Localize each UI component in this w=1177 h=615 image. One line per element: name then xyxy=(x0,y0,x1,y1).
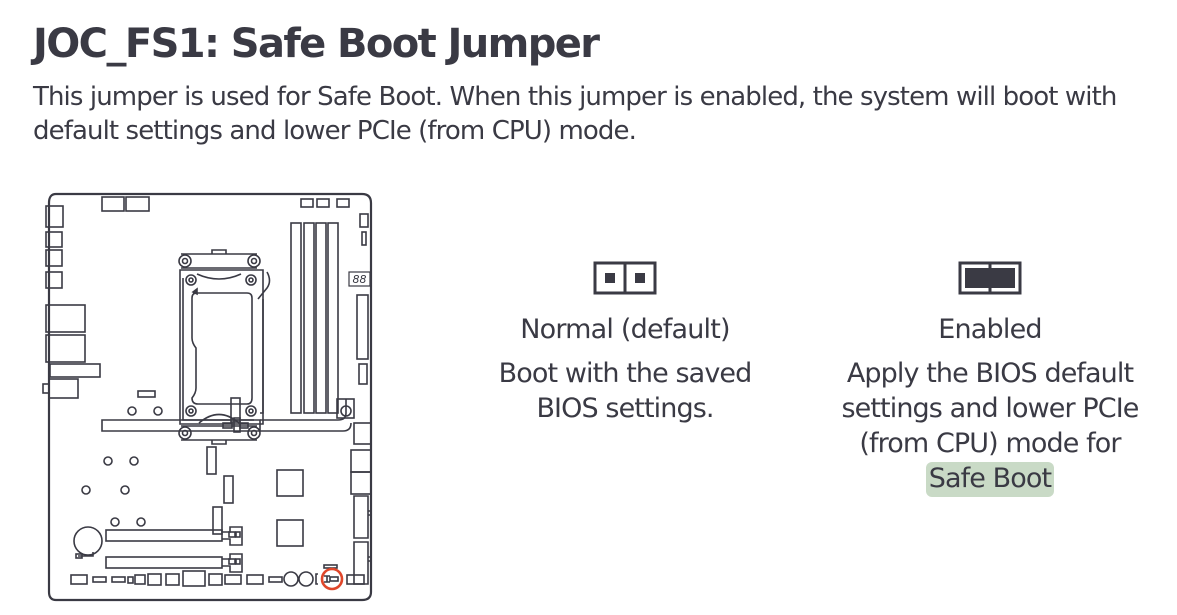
fan-header xyxy=(300,198,314,208)
jumper-open-icon xyxy=(593,261,657,295)
option-description: Apply the BIOS default settings and lowe… xyxy=(820,356,1160,497)
board-outline xyxy=(47,192,373,602)
fan-header xyxy=(316,198,330,208)
screw-hole xyxy=(110,517,120,527)
option-label: Enabled xyxy=(938,314,1042,345)
header xyxy=(165,573,180,586)
fan-header xyxy=(336,198,350,208)
dimm-slot xyxy=(327,222,339,414)
button xyxy=(298,571,314,587)
header xyxy=(224,574,242,585)
screw-hole xyxy=(127,406,137,416)
intro-paragraph: This jumper is used for Safe Boot. When … xyxy=(33,82,1117,146)
io-port xyxy=(45,249,63,267)
screw-hole xyxy=(81,485,91,495)
description-line: BIOS settings. xyxy=(536,393,714,424)
header xyxy=(268,576,283,583)
io-port xyxy=(45,271,63,289)
atx-power-connector xyxy=(356,294,369,360)
dimm-slot xyxy=(303,222,315,414)
screw-hole xyxy=(136,517,146,527)
m2-connector xyxy=(223,475,234,504)
m2-connector xyxy=(212,506,223,535)
cpu-socket xyxy=(178,249,271,445)
cpu-power-connector xyxy=(125,196,150,212)
header xyxy=(127,576,134,584)
description-line: settings and lower PCIe xyxy=(841,393,1139,424)
option-normal: Normal (default) Boot with the saved BIO… xyxy=(470,260,780,426)
header xyxy=(208,573,223,586)
option-label: Normal (default) xyxy=(520,314,730,345)
io-port xyxy=(49,363,101,378)
description-line: Boot with the saved xyxy=(498,358,753,389)
screw-hole xyxy=(129,456,139,466)
header xyxy=(182,570,206,587)
button xyxy=(283,571,299,587)
io-port xyxy=(42,383,50,394)
jumper-closed-icon xyxy=(958,261,1022,295)
pcie-slot xyxy=(105,529,223,542)
option-enabled: Enabled Apply the BIOS default settings … xyxy=(820,260,1160,497)
header xyxy=(246,574,264,585)
screw-hole xyxy=(103,456,113,466)
joc-fs1-jumper xyxy=(324,575,339,583)
io-port xyxy=(48,378,79,399)
safe-boot-highlight: Safe Boot xyxy=(925,462,1055,497)
highlight-circle xyxy=(320,567,344,591)
chipset xyxy=(276,519,304,547)
pcie-slot xyxy=(105,556,223,569)
header xyxy=(92,576,107,583)
header xyxy=(346,574,365,585)
m2-connector xyxy=(206,446,217,475)
screw-hole xyxy=(120,485,130,495)
header xyxy=(134,574,146,585)
header xyxy=(70,574,88,585)
debug-led-text: 88 xyxy=(353,273,367,286)
io-port xyxy=(45,334,86,363)
cpu-power-connector xyxy=(101,196,125,212)
io-port xyxy=(45,231,63,248)
header xyxy=(111,576,126,583)
motherboard-diagram: 88 xyxy=(40,188,380,608)
dimm-slot xyxy=(315,222,327,414)
page-title: JOC_FS1: Safe Boot Jumper xyxy=(33,21,600,67)
io-port xyxy=(45,304,86,333)
header xyxy=(147,573,162,586)
description-line: Apply the BIOS default xyxy=(846,358,1134,389)
chipset xyxy=(276,469,304,497)
dimm-slot xyxy=(290,222,302,414)
cmos-battery xyxy=(73,526,103,556)
debug-led xyxy=(348,271,371,287)
option-description: Boot with the saved BIOS settings. xyxy=(470,356,780,426)
description-line: (from CPU) mode for xyxy=(859,428,1121,459)
io-port xyxy=(45,205,64,228)
screw-hole xyxy=(153,406,163,416)
